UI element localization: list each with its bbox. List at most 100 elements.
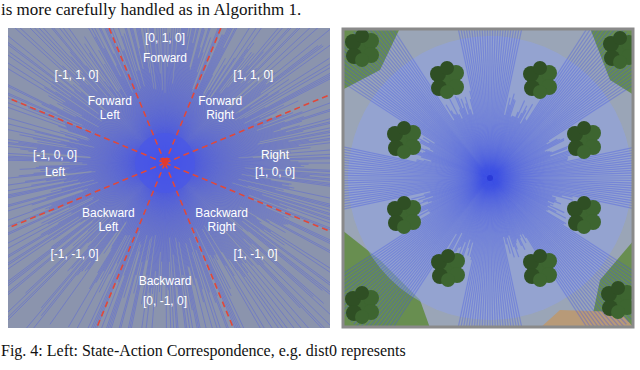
tree — [603, 31, 634, 69]
foliage — [397, 145, 411, 159]
lidar-ray — [490, 178, 511, 328]
lidar-ray — [165, 163, 330, 328]
lidar-ray — [490, 42, 634, 178]
lidar-ray — [342, 178, 490, 307]
foliage — [577, 220, 591, 234]
sector-label: Backward — [139, 274, 192, 288]
lidar-ray — [165, 34, 330, 163]
sector-label: [-1, 0, 0] — [33, 148, 77, 162]
lidar-ray — [342, 178, 490, 304]
foliage — [440, 85, 454, 99]
foliage — [577, 145, 591, 159]
lidar-ray — [8, 163, 165, 316]
foliage — [533, 249, 547, 263]
lidar-ray — [469, 28, 490, 178]
lidar-ray — [490, 178, 507, 328]
lidar-panel — [8, 28, 330, 328]
lidar-ray — [8, 163, 165, 328]
sector-label: Backward Left — [77, 206, 139, 234]
foliage — [397, 196, 411, 210]
sector-line — [165, 28, 318, 163]
lidar-ray — [342, 178, 490, 301]
lidar-ray — [342, 178, 490, 290]
lidar-ray — [342, 178, 490, 199]
lidar-ray — [165, 163, 330, 286]
sector-label: Forward Left — [79, 94, 141, 122]
lidar-ray — [8, 163, 165, 328]
sector-label: [-1, -1, 0] — [50, 247, 98, 261]
foliage — [440, 61, 454, 75]
sector-label: Forward — [143, 51, 187, 65]
lidar-ray — [490, 175, 634, 178]
foliage — [577, 121, 591, 135]
lidar-ray — [490, 178, 619, 328]
body-text: is more carefully handled as in Algorith… — [1, 0, 301, 20]
lidar-ray — [490, 178, 602, 328]
tree — [345, 286, 379, 324]
foliage — [613, 55, 627, 69]
robot-marker — [160, 158, 170, 168]
foliage — [533, 85, 547, 99]
sector-line — [8, 28, 165, 163]
foliage — [355, 310, 369, 324]
foliage — [355, 53, 369, 67]
trees — [345, 29, 634, 324]
lidar-ray — [361, 28, 490, 178]
lidar-ray — [342, 178, 490, 181]
sector-label: [1, -1, 0] — [233, 247, 277, 261]
foliage — [533, 273, 547, 287]
lidar-ray — [165, 163, 317, 328]
lidar-ray — [165, 163, 330, 315]
lidar-rays — [8, 28, 330, 328]
sector-line — [165, 28, 330, 163]
lidar-ray — [490, 157, 634, 178]
lidar-ray — [490, 178, 500, 328]
lidar-ray — [490, 44, 634, 178]
foliage — [397, 220, 411, 234]
lidar-ray — [490, 178, 504, 328]
sector-label: [-1, 1, 0] — [55, 68, 99, 82]
lidar-ray — [342, 178, 490, 195]
lidar-ray — [490, 161, 634, 178]
lidar-ray — [8, 163, 165, 326]
lidar-ray — [378, 28, 490, 178]
sector-line — [12, 28, 165, 163]
lidar-ray — [483, 28, 490, 178]
tree — [523, 249, 557, 287]
sector-label: Right — [261, 148, 289, 162]
foliage — [611, 281, 625, 295]
lidar-ray — [342, 178, 490, 185]
lidar-ray — [364, 28, 490, 178]
foliage — [355, 286, 369, 300]
ground — [8, 28, 330, 328]
lidar-ray — [342, 178, 490, 188]
tree — [387, 196, 421, 234]
lidar-ray — [490, 178, 605, 328]
lidar-ray — [490, 171, 634, 178]
lidar-ray — [490, 168, 634, 178]
sector-label: Forward Right — [189, 94, 251, 122]
lidar-ray — [8, 163, 165, 328]
sector-label: [0, 1, 0] — [145, 31, 185, 45]
sector-line — [8, 163, 165, 316]
foliage — [611, 305, 625, 319]
sector-label: Left — [45, 165, 65, 179]
lidar-rays — [342, 28, 634, 328]
frame — [343, 29, 633, 327]
foliage — [577, 196, 591, 210]
lidar-ray — [165, 163, 330, 328]
sector-label: Backward Right — [191, 206, 253, 234]
lidar-ray — [473, 28, 490, 178]
sector-line — [165, 163, 318, 328]
tree — [567, 121, 601, 159]
lidar-ray — [165, 163, 330, 328]
sector-line — [165, 163, 330, 316]
lidar-ray — [487, 28, 490, 178]
tree — [523, 61, 557, 99]
foliage — [397, 121, 411, 135]
lidar-ray — [476, 28, 490, 178]
sector-lines — [8, 28, 330, 328]
robot-marker — [487, 175, 493, 181]
forest-panel — [342, 28, 634, 328]
